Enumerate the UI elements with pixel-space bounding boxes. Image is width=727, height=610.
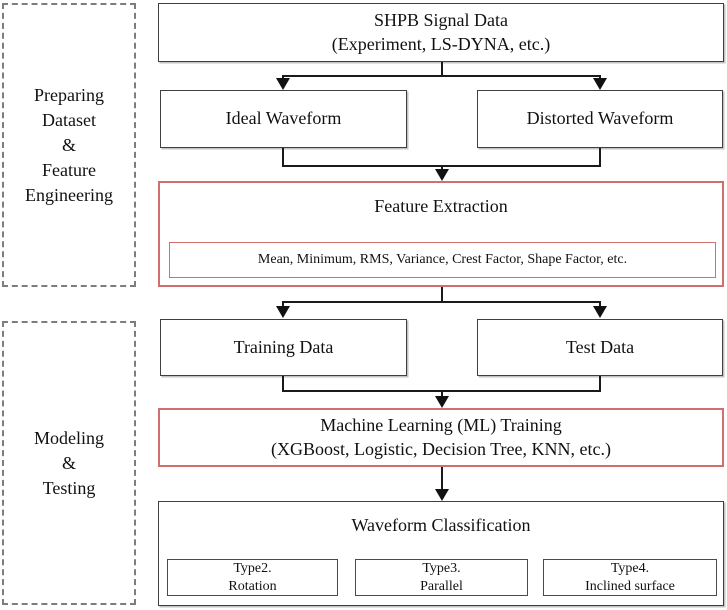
node-label: Test Data [565,336,635,357]
arrow-down-icon [435,169,449,181]
connector-line [282,75,601,77]
class-type-line: Inclined surface [585,578,675,594]
arrow-down-icon [276,306,290,318]
connector-line [441,287,443,302]
node-title: Waveform Classification [351,515,531,535]
feature-list-text: Mean, Minimum, RMS, Variance, Crest Fact… [257,251,628,267]
arrow-down-icon [435,396,449,408]
phase-box-modeling-testing: Modeling & Testing [2,321,136,605]
node-test-data: Test Data [477,319,723,376]
arrow-down-icon [593,78,607,90]
phase-label-line: Modeling [34,427,104,448]
phase-label-line: Testing [42,477,96,498]
connector-line [282,301,284,306]
connector-line [441,467,443,490]
node-label-line: (Experiment, LS-DYNA, etc.) [331,33,551,54]
phase-box-preparing-dataset: Preparing Dataset & Feature Engineering [2,3,136,287]
node-label: Distorted Waveform [526,108,674,129]
connector-line [441,62,443,76]
node-waveform-classification: Waveform Classification Type2. Rotation … [158,501,724,606]
connector-line [599,376,601,392]
connector-line [282,376,284,392]
class-type-line: Type4. [610,560,650,576]
connector-line [599,75,601,80]
class-type-line: Type2. [233,560,272,576]
node-title: Feature Extraction [374,196,508,216]
connector-line [441,165,443,171]
class-type-line: Type3. [422,560,461,576]
phase-label-line: & [61,134,76,155]
node-label-line: (XGBoost, Logistic, Decision Tree, KNN, … [271,438,611,459]
connector-line [599,301,601,306]
phase-label-line: & [61,452,76,473]
class-type-line: Parallel [420,578,463,594]
node-label-line: Machine Learning (ML) Training [320,414,562,435]
node-training-data: Training Data [160,319,407,376]
node-ideal-waveform: Ideal Waveform [160,90,407,148]
class-type-box-inclined-surface: Type4. Inclined surface [543,559,717,596]
node-shpb-signal-data: SHPB Signal Data (Experiment, LS-DYNA, e… [158,3,724,62]
arrow-down-icon [593,306,607,318]
class-type-line: Rotation [228,578,277,594]
node-label-line: SHPB Signal Data [373,9,508,30]
connector-line [282,75,284,80]
phase-label-line: Preparing [34,84,104,105]
arrow-down-icon [276,78,290,90]
node-feature-extraction: Feature Extraction Mean, Minimum, RMS, V… [158,181,724,287]
class-type-box-parallel: Type3. Parallel [355,559,528,596]
node-ml-training: Machine Learning (ML) Training (XGBoost,… [158,408,724,467]
node-distorted-waveform: Distorted Waveform [477,90,723,148]
feature-list-box: Mean, Minimum, RMS, Variance, Crest Fact… [169,242,716,278]
connector-line [599,148,601,166]
arrow-down-icon [435,489,449,501]
node-label: Ideal Waveform [225,108,342,129]
phase-label-line: Dataset [42,109,96,130]
phase-label-line: Feature [42,159,96,180]
node-label: Training Data [233,336,334,357]
connector-line [441,390,443,397]
connector-line [282,301,601,303]
phase-label-line: Engineering [25,184,113,205]
class-type-box-rotation: Type2. Rotation [167,559,338,596]
connector-line [282,148,284,166]
